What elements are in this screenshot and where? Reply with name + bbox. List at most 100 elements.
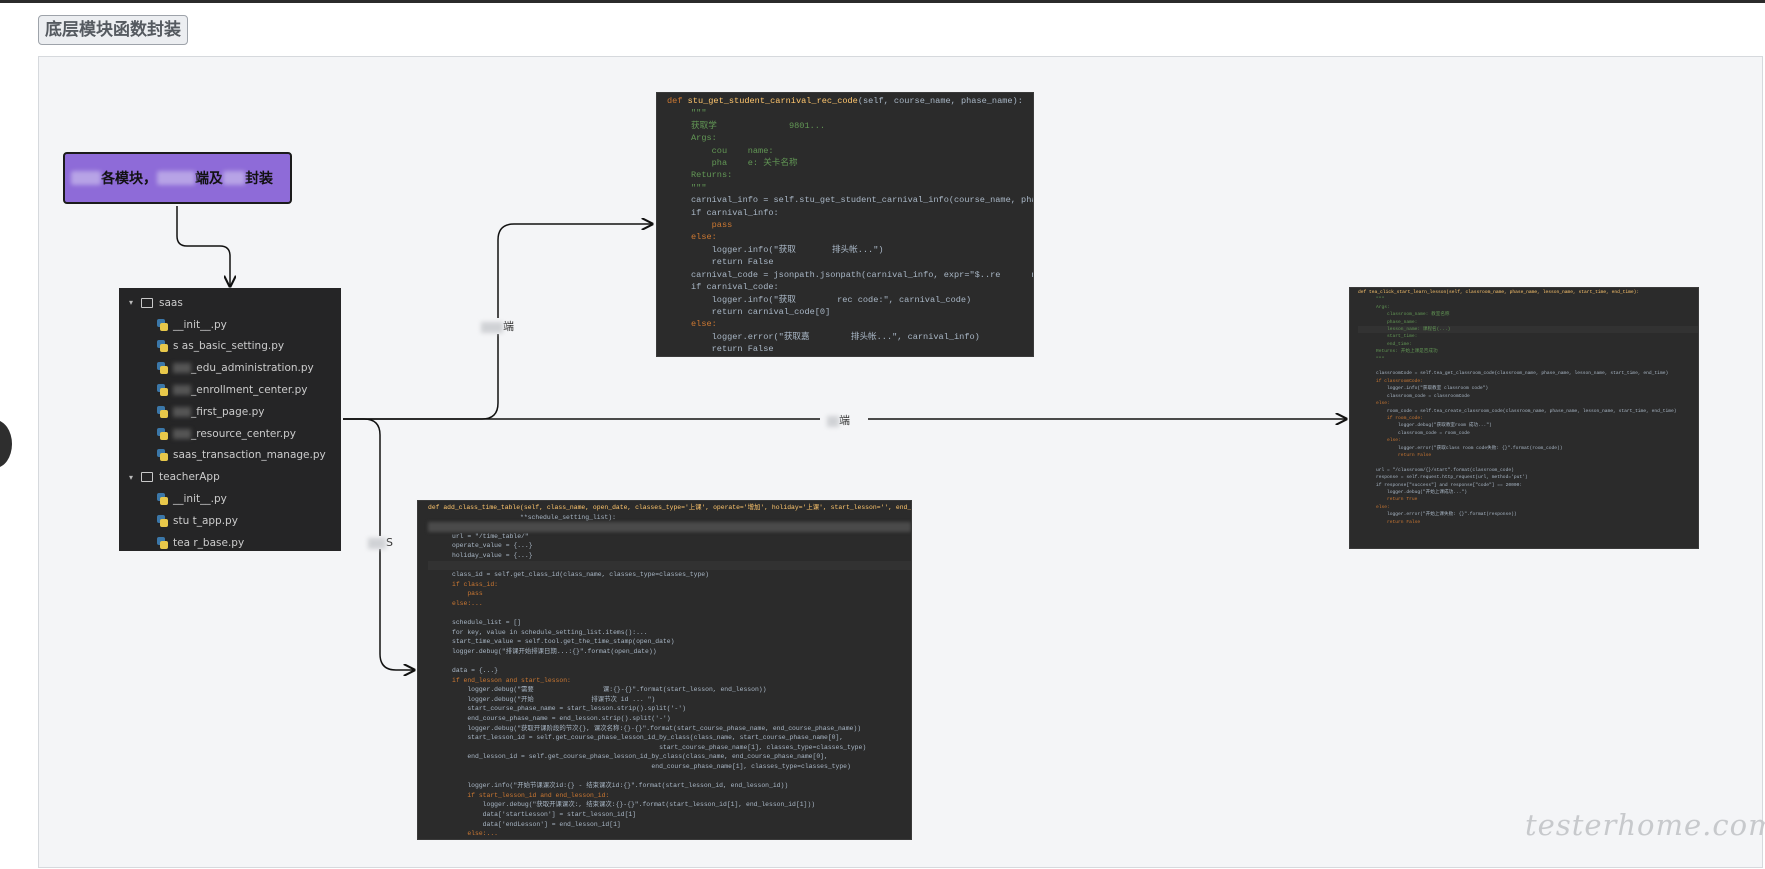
code-line: Returns: bbox=[691, 170, 733, 181]
code-line: """ bbox=[691, 108, 707, 119]
code-line: operate_value = {...} bbox=[452, 542, 533, 550]
code-line: logger.debug("获取开课课次:, 结束课次:{}-{}".forma… bbox=[452, 801, 816, 809]
code-line: if room_code: bbox=[1376, 415, 1423, 421]
code-line bbox=[1358, 363, 1698, 370]
code-line: logger.debug("需要 课:{}-{}".format(start_l… bbox=[452, 686, 767, 694]
code-line: phase_name: bbox=[1376, 319, 1418, 325]
code-line: end_lesson_id = self.get_course_phase_le… bbox=[452, 753, 828, 761]
code-line: """ bbox=[1376, 297, 1385, 303]
code-line: class_id = self.get_class_id(class_name,… bbox=[452, 571, 709, 579]
code-line: logger.debug("获取开课阶段的节次{}, 课次名称:{}-{}".f… bbox=[452, 724, 862, 732]
chevron-down-icon: ▾ bbox=[129, 472, 134, 482]
python-file-icon bbox=[157, 405, 168, 418]
code-line: carnival_info = self.stu_get_student_car… bbox=[691, 195, 1033, 206]
edge-root-to-tree bbox=[176, 206, 230, 286]
code-line: url = "/time_table/" bbox=[452, 532, 529, 540]
code-line: logger.debug("开始 排课节次 id ... ") bbox=[452, 695, 656, 703]
code-line: room_code = self.tea_create_classroom_co… bbox=[1376, 408, 1677, 414]
tree-file[interactable]: saas_transaction_manage.py bbox=[119, 445, 341, 467]
code-line: if start_lesson_id and end_lesson_id: bbox=[452, 791, 610, 799]
code-line: else: bbox=[691, 319, 717, 330]
code-line: else: bbox=[1376, 401, 1390, 407]
code-line: if carnival_code: bbox=[691, 282, 779, 293]
tree-file[interactable]: __init__.py bbox=[119, 488, 341, 510]
python-file-icon bbox=[157, 427, 168, 440]
code-line: pass bbox=[452, 590, 483, 598]
edge-label-middle: 端 bbox=[825, 412, 852, 428]
tree-file[interactable]: __init__.py bbox=[119, 314, 341, 336]
code-line: start_time: bbox=[1376, 334, 1418, 340]
tree-file[interactable]: _enrollment_center.py bbox=[119, 379, 341, 401]
tree-file[interactable]: s as_basic_setting.py bbox=[119, 336, 341, 358]
code-line: for key, value in schedule_setting_list.… bbox=[452, 628, 648, 636]
code-line: if response["success"] and response["cod… bbox=[1376, 482, 1523, 488]
tree-file[interactable]: stu t_app.py bbox=[119, 510, 341, 532]
code-line: if classroomCode: bbox=[1376, 378, 1423, 384]
code-line: logger.info("获取 排头帐...") bbox=[691, 244, 884, 255]
code-line: else:... bbox=[452, 830, 499, 838]
code-signature-cont: **schedule_setting_list): bbox=[428, 513, 616, 521]
tree-folder-saas[interactable]: ▾ saas bbox=[129, 296, 183, 309]
python-file-icon bbox=[157, 536, 168, 549]
code-line: if class_id: bbox=[452, 580, 499, 588]
code-line: cou name: bbox=[691, 145, 774, 156]
code-line: holiday_value = {...} bbox=[452, 551, 533, 559]
code-line bbox=[428, 657, 911, 667]
tree-file[interactable]: tea r_base.py bbox=[119, 532, 341, 554]
code-line: data = {...} bbox=[452, 667, 499, 675]
root-node[interactable]: 各模块，端及封装 bbox=[63, 152, 292, 204]
tree-file[interactable]: _resource_center.py bbox=[119, 423, 341, 445]
code-signature: def stu_get_student_carnival_rec_code(se… bbox=[667, 96, 1023, 106]
code-line: carnival_code = jsonpath.jsonpath(carniv… bbox=[691, 269, 1033, 280]
code-line: if end_lesson and start_lesson: bbox=[452, 676, 571, 684]
code-line: lesson_name: 课程名(...) bbox=[1358, 326, 1698, 334]
code-line: return carnival_code[0] bbox=[691, 306, 831, 317]
code-line: url = "/classroom/{}/start".format(class… bbox=[1376, 467, 1514, 473]
python-file-icon bbox=[157, 449, 168, 462]
code-line: start_course_phase_name = start_lesson.s… bbox=[452, 705, 686, 713]
code-line: data['endLesson'] = end_lesson_id[1] bbox=[452, 820, 621, 828]
code-line: logger.error("开始上课失败: {}".format(respons… bbox=[1376, 512, 1517, 518]
code-line: classroom_name: 教室名称 bbox=[1376, 312, 1450, 318]
python-file-icon bbox=[157, 318, 168, 331]
code-line: Args: bbox=[1376, 304, 1390, 310]
tree-file[interactable]: _edu_administration.py bbox=[119, 357, 341, 379]
code-line: logger.error("获取class room code失败: {}".f… bbox=[1376, 445, 1563, 451]
code-line: pha e: 关卡名称 bbox=[691, 158, 798, 169]
chevron-down-icon: ▾ bbox=[129, 298, 134, 308]
code-line: classroomCode = self.tea_get_classroom_c… bbox=[1376, 371, 1669, 377]
code-line: if carnival_info: bbox=[691, 207, 779, 218]
watermark: testerhome.com bbox=[1525, 808, 1765, 842]
code-line: end_course_phase_name[1], classes_type=c… bbox=[452, 763, 851, 771]
sidebar-toggle[interactable] bbox=[0, 420, 12, 468]
code-line: pass bbox=[691, 220, 733, 231]
code-line: logger.debug("排课开始排课日期...:{}".format(ope… bbox=[452, 647, 657, 655]
code-line: Returns: 开始上课是否成功 bbox=[1376, 349, 1438, 355]
top-border bbox=[0, 0, 1765, 3]
code-line: logger.error("获取嘉 排头帐...", carnival_info… bbox=[691, 331, 980, 342]
tree-folder-teacherapp[interactable]: ▾ teacherApp bbox=[129, 471, 220, 484]
code-line: return True bbox=[1376, 497, 1418, 503]
code-line: return False bbox=[691, 344, 774, 355]
python-file-icon bbox=[157, 384, 168, 397]
code-line bbox=[428, 560, 911, 571]
tree-file[interactable]: _first_page.py bbox=[119, 401, 341, 423]
code-line: return False bbox=[1376, 519, 1421, 525]
page-title: 底层模块函数封装 bbox=[38, 15, 188, 45]
code-schedule-function: def add_class_time_table(self, class_nam… bbox=[417, 500, 912, 840]
code-line: return False bbox=[1376, 452, 1432, 458]
python-file-icon bbox=[157, 493, 168, 506]
code-line: logger.info("获取教室 classroom code") bbox=[1376, 386, 1489, 392]
project-file-tree: ▾ saas __init__.py s as_basic_setting.py… bbox=[119, 288, 341, 551]
code-line: start_time_value = self.tool.get_the_tim… bbox=[452, 638, 675, 646]
code-line bbox=[1358, 459, 1698, 466]
python-file-icon bbox=[157, 362, 168, 375]
edge-label-top: 端 bbox=[479, 318, 516, 334]
code-line: classroom_code = room_code bbox=[1376, 430, 1470, 436]
edge-label-bottom: S bbox=[366, 536, 395, 549]
code-carnival-function: def stu_get_student_carnival_rec_code(se… bbox=[656, 92, 1034, 357]
folder-icon bbox=[141, 472, 153, 483]
code-line bbox=[428, 772, 911, 782]
code-line-redacted: """...""" bbox=[428, 522, 911, 532]
code-classroom-function: def tea_click_start_learn_lesson(self, c… bbox=[1349, 287, 1699, 549]
